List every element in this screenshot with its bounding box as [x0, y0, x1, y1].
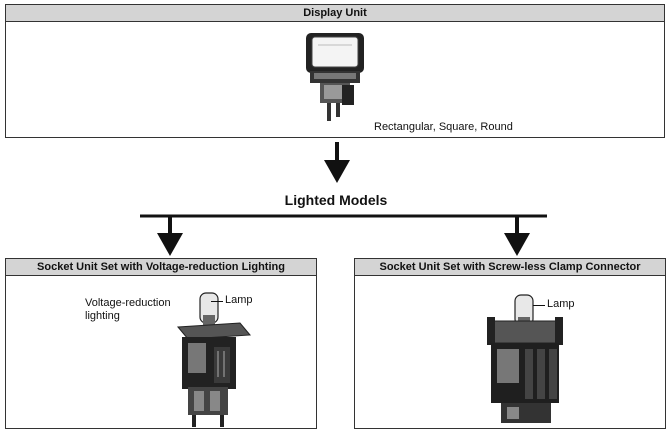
voltage-reduction-title: Socket Unit Set with Voltage-reduction L…	[6, 259, 316, 276]
screwless-clamp-panel: Socket Unit Set with Screw-less Clamp Co…	[354, 258, 666, 429]
voltage-reduction-label-line2: lighting	[85, 310, 120, 322]
shapes-label: Rectangular, Square, Round	[374, 121, 513, 133]
voltage-reduction-label: Voltage-reduction lighting	[85, 297, 171, 323]
screwless-clamp-title: Socket Unit Set with Screw-less Clamp Co…	[355, 259, 665, 276]
clamp-socket-illustration	[487, 294, 563, 423]
top-arrow-head	[324, 160, 350, 183]
display-unit-title: Display Unit	[6, 5, 664, 22]
display-unit-panel: Display Unit Rectangular, Square, Round	[5, 4, 665, 138]
right-arrow-head	[504, 233, 530, 256]
voltage-reduction-panel: Socket Unit Set with Voltage-reduction L…	[5, 258, 317, 429]
voltage-reduction-label-line1: Voltage-reduction	[85, 297, 171, 309]
lighted-models-title: Lighted Models	[284, 192, 388, 208]
left-arrow-head	[157, 233, 183, 256]
voltage-socket-illustration	[176, 292, 252, 427]
display-unit-illustration	[306, 33, 364, 121]
right-lamp-leader	[533, 305, 545, 306]
left-lamp-label: Lamp	[225, 294, 253, 306]
right-lamp-label: Lamp	[547, 298, 575, 310]
left-lamp-leader	[211, 301, 223, 302]
